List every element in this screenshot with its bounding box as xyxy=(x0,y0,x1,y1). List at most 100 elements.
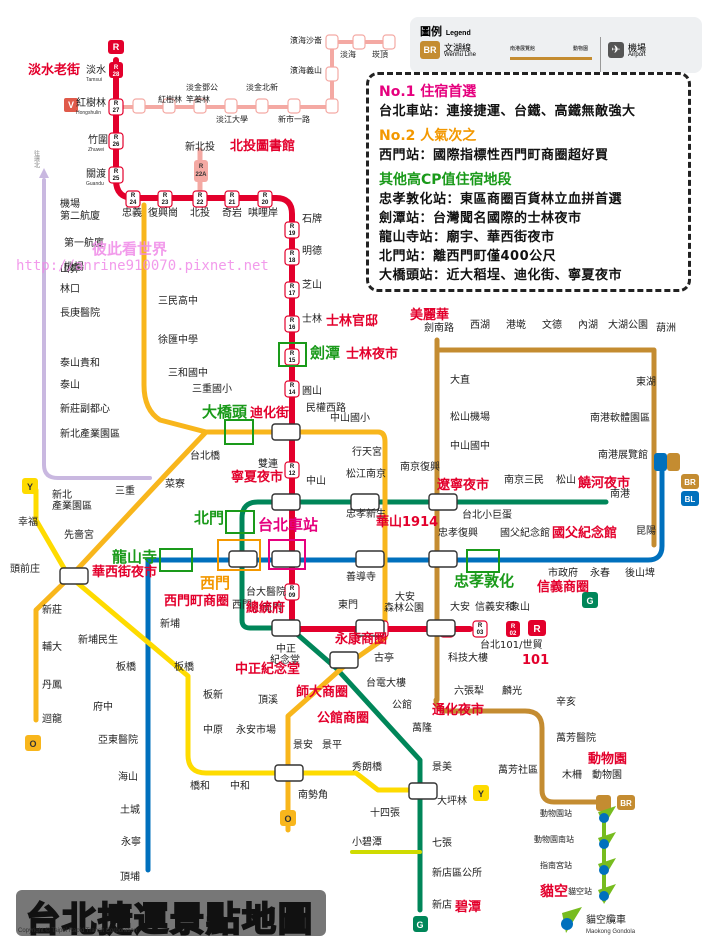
svg-text:中山國中: 中山國中 xyxy=(450,439,490,452)
svg-text:山鼻: 山鼻 xyxy=(60,262,80,275)
terminal-badge-V xyxy=(64,98,78,112)
section-line: 北門站：離西門町僅400公尺 xyxy=(379,249,557,264)
svg-text:萬芳醫院: 萬芳醫院 xyxy=(556,731,596,744)
svg-text:淡金鄧公: 淡金鄧公 xyxy=(186,82,218,92)
svg-text:中和: 中和 xyxy=(230,779,250,792)
terminal-badge-G-south xyxy=(413,916,428,932)
svg-text:師大商圈: 師大商圈 xyxy=(296,684,348,700)
svg-text:23: 23 xyxy=(162,200,169,206)
svg-text:泰山: 泰山 xyxy=(60,378,80,391)
legend-sample-to: 動物園 xyxy=(573,46,589,52)
legend-sample-line xyxy=(510,57,592,60)
svg-text:新埔: 新埔 xyxy=(160,617,180,630)
svg-text:板新: 板新 xyxy=(203,688,223,701)
svg-text:美麗華: 美麗華 xyxy=(410,307,449,323)
svg-text:徐匯中學: 徐匯中學 xyxy=(158,333,198,346)
legend-airport-label-en: Airport xyxy=(628,52,646,58)
svg-text:通化夜市: 通化夜市 xyxy=(432,702,484,718)
svg-text:碧潭: 碧潭 xyxy=(454,899,481,915)
section-heading-others: 其他高CP值住宿地段 xyxy=(379,172,512,188)
svg-text:葫洲: 葫洲 xyxy=(656,322,676,334)
svg-text:15: 15 xyxy=(289,358,296,364)
svg-text:國父紀念館: 國父紀念館 xyxy=(500,526,550,539)
svg-text:北門: 北門 xyxy=(194,509,224,527)
svg-text:紅樹林: 紅樹林 xyxy=(158,94,182,104)
svg-text:公館商圈: 公館商圈 xyxy=(317,710,369,726)
map-title-banner: 台北捷運景點地圖 xyxy=(16,890,326,941)
svg-text:忠義: 忠義 xyxy=(122,206,142,219)
svg-text:R: R xyxy=(163,193,168,199)
svg-text:萬隆: 萬隆 xyxy=(412,721,432,734)
svg-text:復興崗: 復興崗 xyxy=(148,206,178,219)
svg-text:Tamsui: Tamsui xyxy=(86,77,102,83)
svg-text:21: 21 xyxy=(229,200,236,206)
section-line: 忠孝敦化站：東區商圈百貨林立血拼首選 xyxy=(379,192,623,207)
svg-text:海山: 海山 xyxy=(118,770,138,783)
svg-text:總統府: 總統府 xyxy=(246,600,285,616)
section-line: 劍潭站：台灣聞名國際的士林夜市 xyxy=(379,211,582,226)
svg-text:菜寮: 菜寮 xyxy=(165,477,185,490)
svg-text:往環北: 往環北 xyxy=(33,149,40,169)
svg-text:濱海義山: 濱海義山 xyxy=(290,65,322,75)
svg-text:R: R xyxy=(198,193,203,199)
svg-text:十四張: 十四張 xyxy=(370,806,400,819)
gondola-labels: 動物園站 動物園南站 指南宮站 貓空站 貓空纜車 Maokong Gondola xyxy=(534,808,636,935)
terminal-badge-R xyxy=(108,40,124,54)
svg-text:西湖: 西湖 xyxy=(470,319,490,331)
svg-text:士林官邸: 士林官邸 xyxy=(326,313,378,329)
svg-text:七張: 七張 xyxy=(432,837,452,849)
section-line: 西門站：國際指標性西門町商圈超好買 xyxy=(379,148,609,163)
svg-text:南港: 南港 xyxy=(610,487,630,500)
svg-text:動物園南站: 動物園南站 xyxy=(534,834,574,844)
legend-title: 圖例 xyxy=(420,25,442,38)
svg-text:西門町商圈: 西門町商圈 xyxy=(164,593,229,609)
legend: 圖例 Legend BR 文湖線 Wenhu Line 南港展覽館 動物園 ✈ … xyxy=(410,17,702,73)
svg-text:淡水: 淡水 xyxy=(86,64,106,76)
svg-text:亞東醫院: 亞東醫院 xyxy=(98,733,138,746)
svg-text:忠孝新生: 忠孝新生 xyxy=(346,507,386,520)
svg-text:101: 101 xyxy=(522,653,549,668)
svg-text:R: R xyxy=(263,193,268,199)
svg-text:16: 16 xyxy=(289,325,296,331)
svg-text:台電大樓: 台電大樓 xyxy=(366,676,406,689)
svg-text:竹圍: 竹圍 xyxy=(88,133,108,146)
svg-text:18: 18 xyxy=(289,258,296,264)
svg-text:忠孝復興: 忠孝復興 xyxy=(438,526,478,539)
svg-text:永春: 永春 xyxy=(590,566,610,579)
watermark-title: 彼此看世界 xyxy=(92,240,168,258)
svg-text:R: R xyxy=(114,135,119,141)
svg-text:R: R xyxy=(478,623,483,629)
svg-text:大橋頭: 大橋頭 xyxy=(202,403,248,421)
svg-text:南勢角: 南勢角 xyxy=(298,788,328,801)
svg-text:昆陽: 昆陽 xyxy=(636,525,656,537)
airport-direction: 往環北 xyxy=(33,149,49,178)
svg-text:新市一路: 新市一路 xyxy=(278,114,310,124)
svg-text:Zhuwei: Zhuwei xyxy=(88,147,104,153)
svg-text:機場: 機場 xyxy=(64,260,84,273)
legend-sample-from: 南港展覽館 xyxy=(510,46,536,52)
section-heading-no1: No.1 住宿首選 xyxy=(379,84,477,100)
svg-text:西門: 西門 xyxy=(232,599,252,611)
section-heading-no2: No.2 人氣次之 xyxy=(379,128,477,144)
svg-text:BR: BR xyxy=(620,799,632,808)
svg-text:小碧潭: 小碧潭 xyxy=(352,836,382,848)
svg-text:幸福: 幸福 xyxy=(18,515,38,528)
svg-text:貓空纜車: 貓空纜車 xyxy=(586,913,626,926)
svg-text:三重國小: 三重國小 xyxy=(192,382,232,395)
svg-text:秀朗橋: 秀朗橋 xyxy=(352,760,382,773)
svg-text:寧夏夜市: 寧夏夜市 xyxy=(231,469,283,485)
svg-text:指南宮站: 指南宮站 xyxy=(540,860,572,870)
svg-text:V: V xyxy=(68,100,74,110)
svg-text:圓山: 圓山 xyxy=(302,385,322,397)
svg-text:雙連: 雙連 xyxy=(258,457,278,470)
svg-text:動物園站: 動物園站 xyxy=(540,808,572,818)
svg-text:劍南路: 劍南路 xyxy=(424,321,454,334)
svg-text:R: R xyxy=(114,169,119,175)
legend-line-badge: BR xyxy=(420,41,440,59)
legend-airport-label: 機場 xyxy=(628,44,647,54)
svg-text:頭前庄: 頭前庄 xyxy=(10,562,40,575)
svg-text:麟光: 麟光 xyxy=(502,684,522,697)
line-Y xyxy=(33,487,423,793)
svg-text:土城: 土城 xyxy=(120,803,140,816)
